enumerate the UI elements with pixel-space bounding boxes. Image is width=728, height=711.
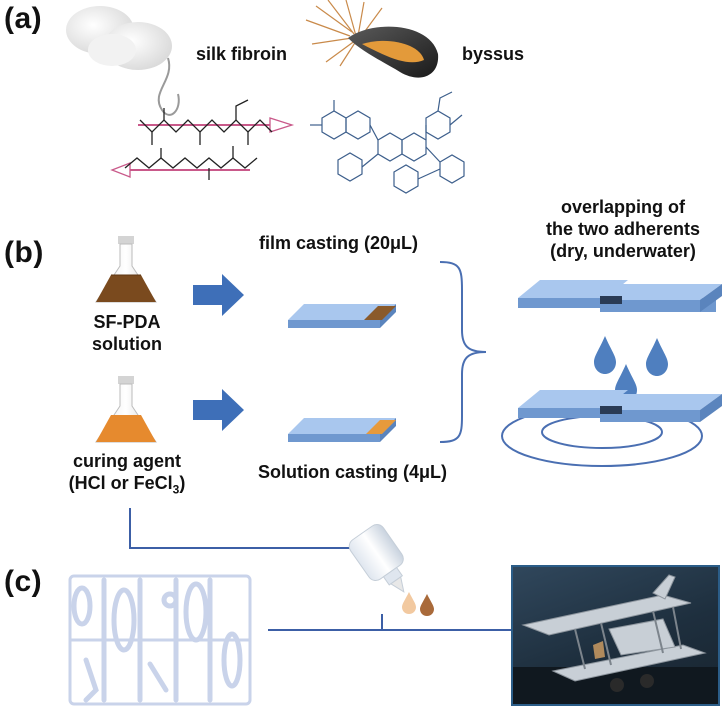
curing-agent-formula-post: ) bbox=[179, 473, 186, 493]
silk-fibroin-label: silk fibroin bbox=[196, 44, 288, 64]
overlap-slides-top bbox=[518, 280, 722, 312]
silk-fibroin-structure bbox=[110, 99, 295, 180]
overlap-label-line3: (dry, underwater) bbox=[550, 241, 696, 261]
sfpda-label: SF-PDA solution bbox=[62, 311, 192, 355]
byssus-pda-structure bbox=[310, 91, 465, 194]
solution-cast-slide bbox=[288, 418, 396, 442]
assembled-model-photo bbox=[511, 565, 720, 706]
arrow-to-solution-casting bbox=[193, 389, 244, 431]
sfpda-label-line1: SF-PDA bbox=[93, 312, 161, 332]
film-casting-label: film casting (20μL) bbox=[259, 233, 419, 253]
glue-bottle-icon bbox=[348, 524, 434, 616]
connector-sprue-photo bbox=[268, 614, 511, 631]
solution-casting-label: Solution casting (4μL) bbox=[258, 462, 448, 482]
sfpda-flask bbox=[95, 236, 157, 303]
curing-agent-label-line2: (HCl or FeCl3) bbox=[42, 472, 212, 501]
curing-agent-formula-sub: 3 bbox=[172, 482, 180, 497]
panel-label-c: (c) bbox=[4, 565, 43, 598]
overlap-label-line2: the two adherents bbox=[545, 219, 701, 239]
byssus-label: byssus bbox=[462, 44, 525, 64]
curing-agent-label: curing agent (HCl or FeCl3) bbox=[42, 450, 212, 501]
panel-label-b: (b) bbox=[4, 236, 44, 269]
connector-line bbox=[129, 508, 352, 549]
overlap-label-line1: overlapping of bbox=[560, 197, 685, 217]
curing-agent-formula-pre: (HCl or FeCl bbox=[68, 473, 173, 493]
curing-agent-label-line1: curing agent bbox=[72, 451, 181, 471]
arrow-to-film-casting bbox=[193, 274, 244, 316]
curly-brace bbox=[439, 261, 487, 443]
overlap-label: overlapping of the two adherents (dry, u… bbox=[518, 196, 728, 262]
model-kit-sprue bbox=[68, 574, 252, 706]
panel-label-a: (a) bbox=[4, 2, 43, 35]
silk-cocoon-illustration bbox=[66, 6, 180, 116]
overlap-slides-bottom bbox=[501, 390, 722, 467]
film-cast-slide bbox=[288, 304, 396, 328]
curing-agent-flask bbox=[95, 376, 157, 443]
mussel-byssus-illustration bbox=[305, 0, 439, 78]
sfpda-label-line2: solution bbox=[92, 334, 162, 354]
